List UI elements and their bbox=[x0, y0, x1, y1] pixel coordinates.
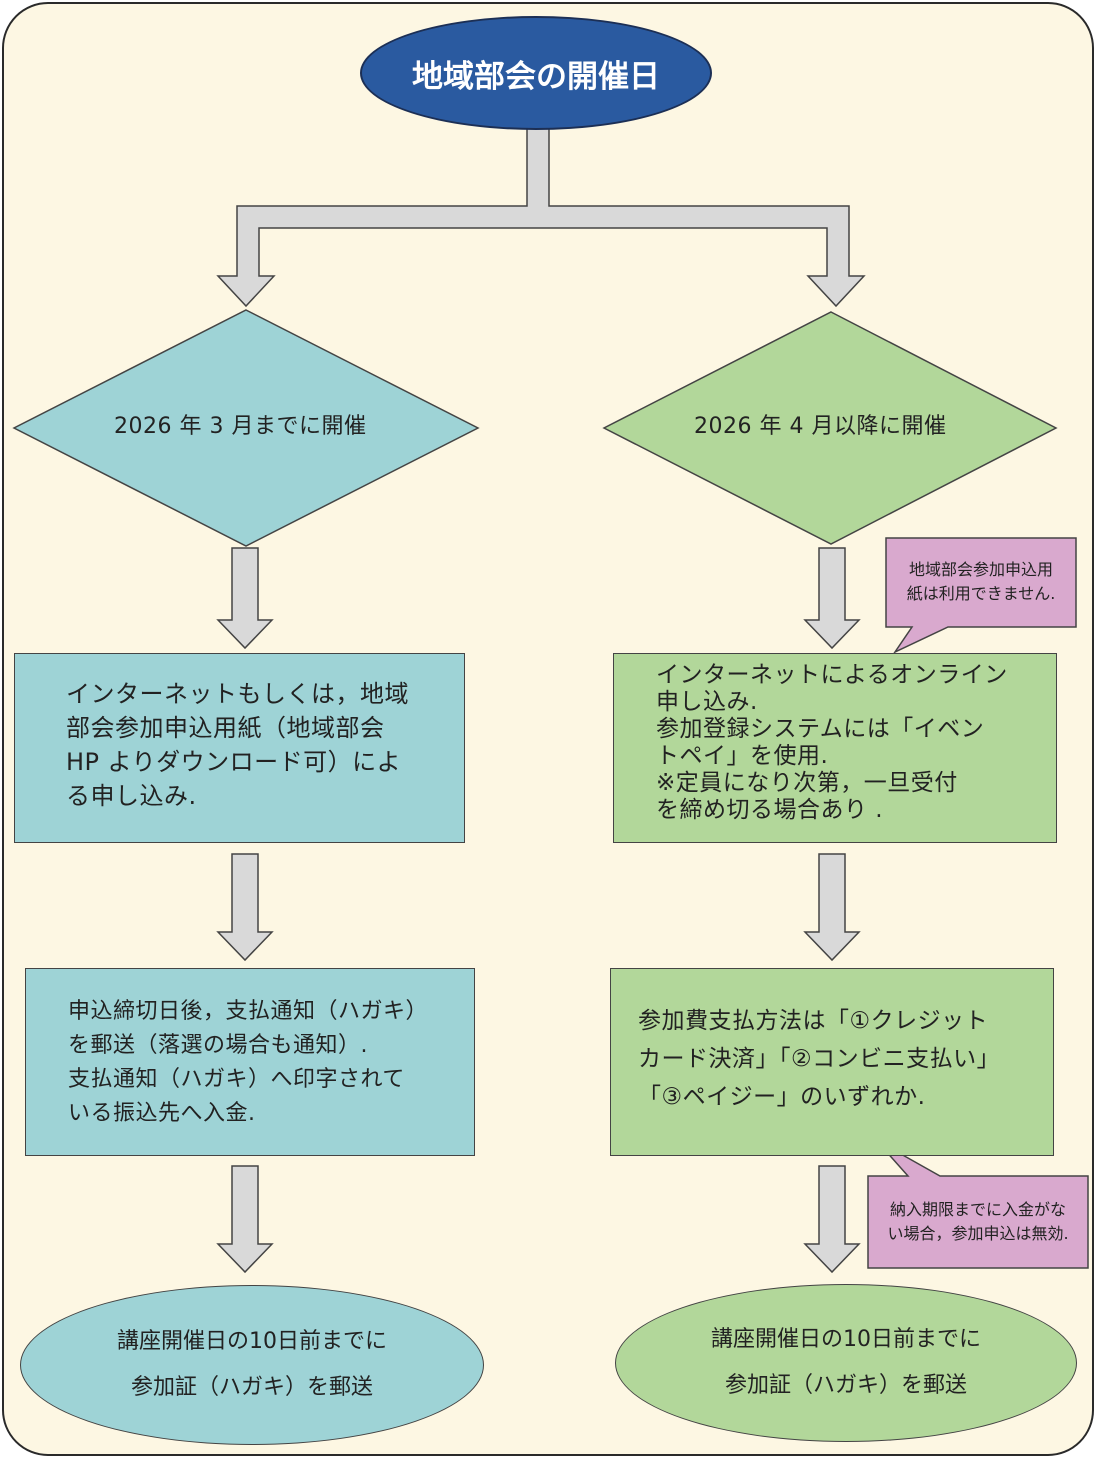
left-step1-box bbox=[14, 653, 465, 843]
left-step1-text: インターネットもしくは，地域 部会参加申込用紙（地域部会 HP よりダウンロード… bbox=[66, 680, 409, 810]
right-step2-box bbox=[610, 968, 1054, 1156]
left-end-text: 講座開催日の10日前までに 参加証（ハガキ）を郵送 bbox=[117, 1329, 387, 1400]
note2-text: 納入期限までに入金がな い場合，参加申込は無効. bbox=[887, 1200, 1069, 1243]
branch-connector bbox=[216, 127, 866, 308]
left-step2-box bbox=[25, 968, 475, 1156]
right-step1-text: インターネットによるオンライン 申し込み. 参加登録システムには「イベン トペイ… bbox=[656, 662, 1008, 823]
arrow-left-3 bbox=[216, 1165, 274, 1274]
arrow-left-2 bbox=[216, 853, 274, 962]
decision-diamond-right bbox=[602, 311, 1058, 545]
left-end-oval: 講座開催日の10日前までに 参加証（ハガキ）を郵送 bbox=[20, 1285, 484, 1445]
right-step2-text: 参加費支払方法は「①クレジット カード決済」「②コンビニ支払い」 「③ペイジー」… bbox=[638, 1008, 1001, 1110]
right-step1-box bbox=[613, 653, 1057, 843]
note-callout-2 bbox=[867, 1139, 1089, 1269]
arrow-right-2 bbox=[803, 853, 861, 962]
arrow-right-1 bbox=[803, 547, 861, 650]
right-end-text: 講座開催日の10日前までに 参加証（ハガキ）を郵送 bbox=[711, 1327, 981, 1398]
decision-diamond-left bbox=[12, 309, 480, 547]
note1-text: 地域部会参加申込用 紙は利用できません. bbox=[906, 560, 1056, 603]
decision-right-label: 2026 年 4 月以降に開催 bbox=[694, 414, 947, 439]
right-end-oval: 講座開催日の10日前までに 参加証（ハガキ）を郵送 bbox=[615, 1284, 1077, 1442]
arrow-left-1 bbox=[216, 547, 274, 650]
left-step2-text: 申込締切日後，支払通知（ハガキ） を郵送（落選の場合も通知）. 支払通知（ハガキ… bbox=[68, 999, 429, 1126]
title-label: 地域部会の開催日 bbox=[412, 58, 660, 95]
arrow-right-3 bbox=[803, 1165, 861, 1274]
note-callout-1 bbox=[885, 537, 1077, 654]
decision-left-label: 2026 年 3 月までに開催 bbox=[114, 414, 367, 439]
title-node: 地域部会の開催日 bbox=[360, 16, 712, 130]
